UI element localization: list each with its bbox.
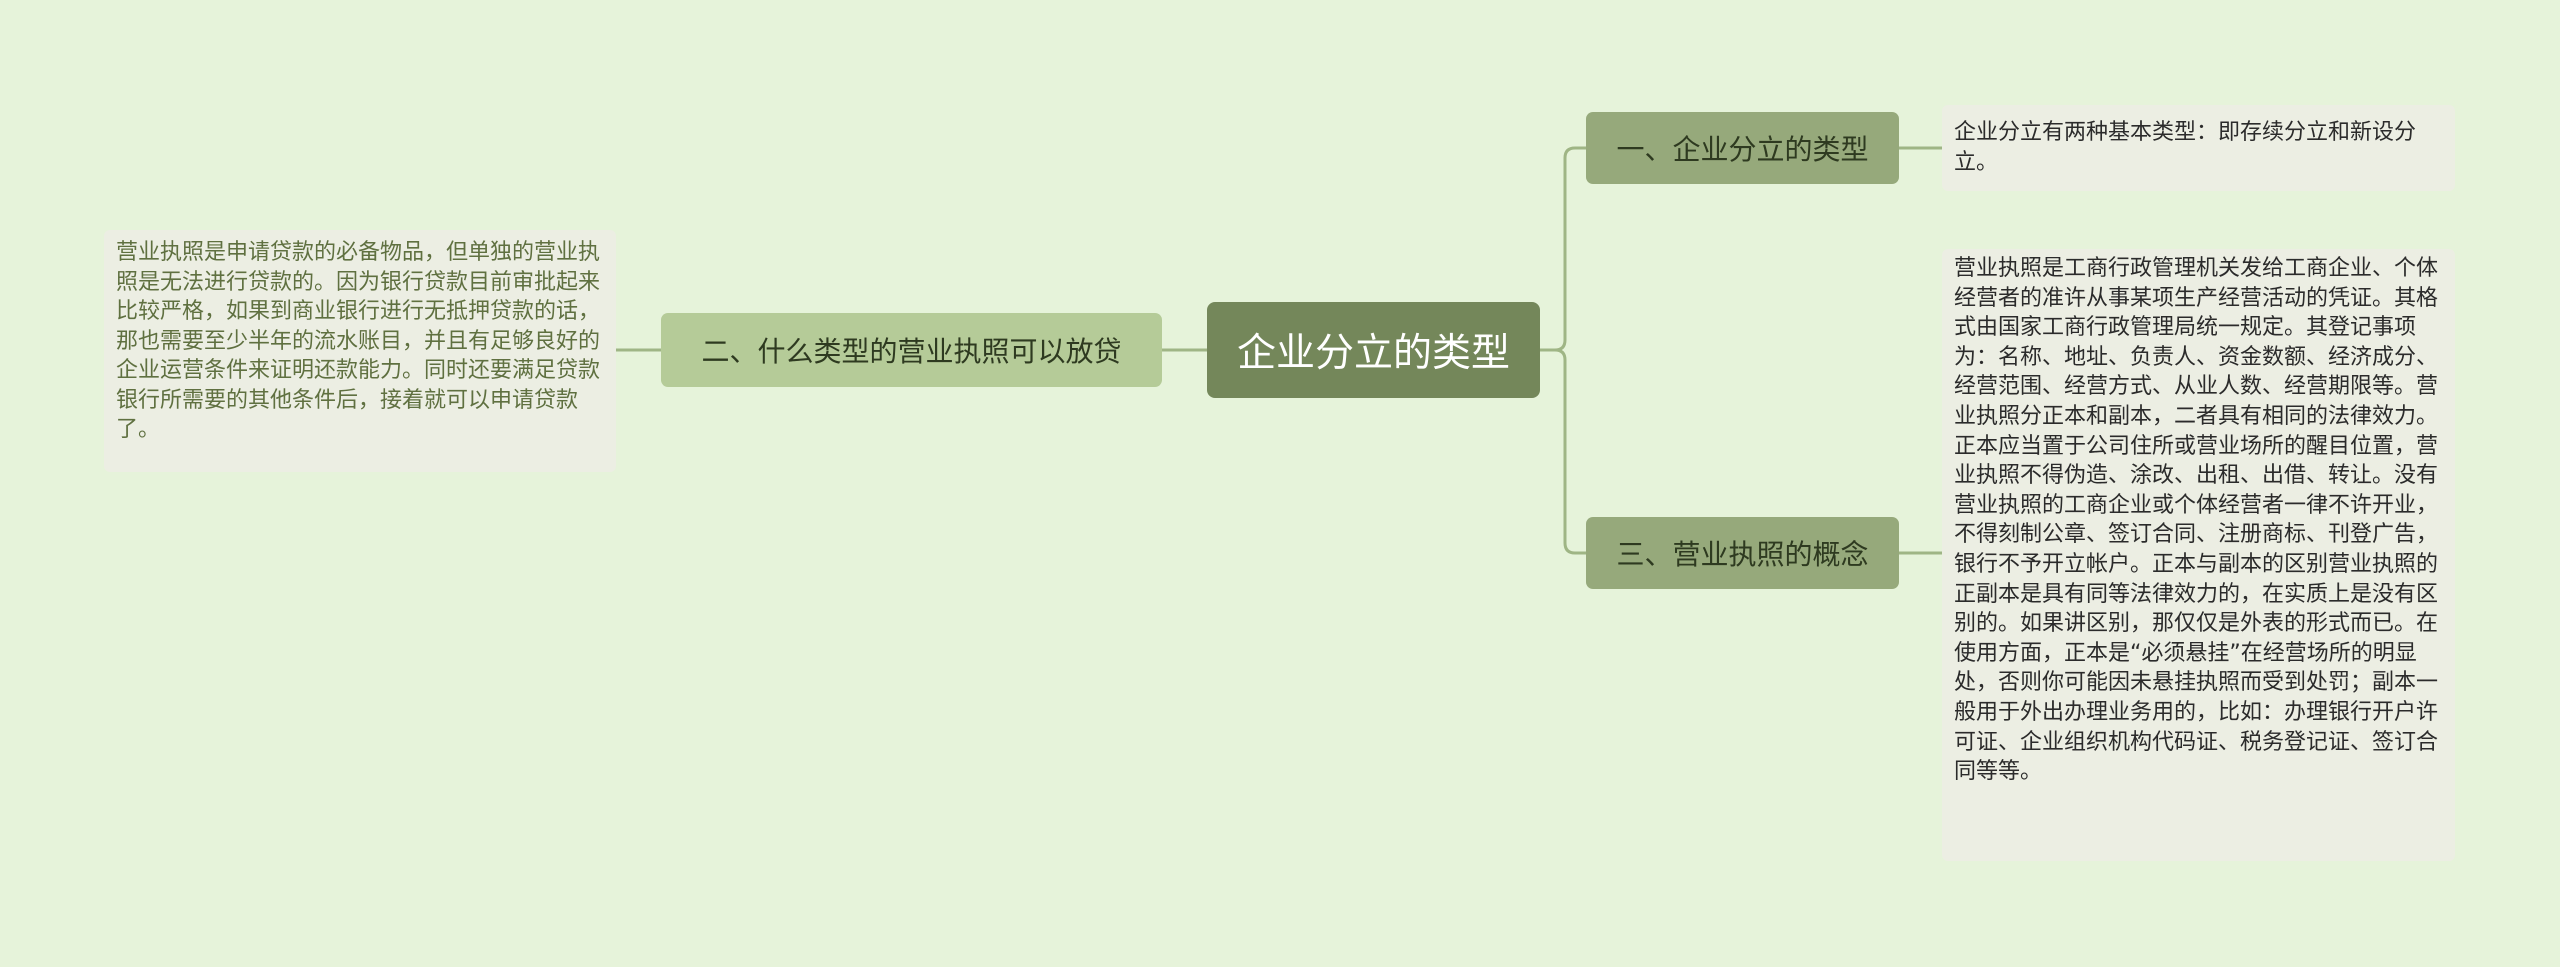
- branch-topic-label: 二、什么类型的营业执照可以放贷: [701, 335, 1122, 368]
- connector-root-to-branch3: [1540, 348, 1586, 555]
- branch-topic-label: 一、企业分立的类型: [1616, 133, 1869, 166]
- detail-note-text: 企业分立有两种基本类型：即存续分立和新设分立。: [1954, 120, 2417, 175]
- detail-note-license-loan-types[interactable]: 营业执照是申请贷款的必备物品，但单独的营业执照是无法进行贷款的。因为银行贷款目前…: [104, 230, 616, 472]
- detail-note-license-concept[interactable]: 营业执照是工商行政管理机关发给工商企业、个体经营者的准许从事某项生产经营活动的凭…: [1942, 249, 2455, 861]
- detail-note-text: 营业执照是工商行政管理机关发给工商企业、个体经营者的准许从事某项生产经营活动的凭…: [1954, 256, 2439, 785]
- branch-topic-license-loan-types[interactable]: 二、什么类型的营业执照可以放贷: [661, 313, 1162, 387]
- detail-note-enterprise-split-types[interactable]: 企业分立有两种基本类型：即存续分立和新设分立。: [1942, 105, 2455, 191]
- branch-topic-enterprise-split-types[interactable]: 一、企业分立的类型: [1586, 112, 1899, 184]
- branch-topic-license-concept[interactable]: 三、营业执照的概念: [1586, 517, 1899, 589]
- detail-note-text: 营业执照是申请贷款的必备物品，但单独的营业执照是无法进行贷款的。因为银行贷款目前…: [116, 240, 601, 442]
- branch-topic-label: 三、营业执照的概念: [1616, 538, 1869, 571]
- root-topic-label: 企业分立的类型: [1236, 331, 1510, 376]
- connector-root-to-branch1: [1540, 146, 1586, 352]
- root-topic[interactable]: 企业分立的类型: [1207, 302, 1540, 398]
